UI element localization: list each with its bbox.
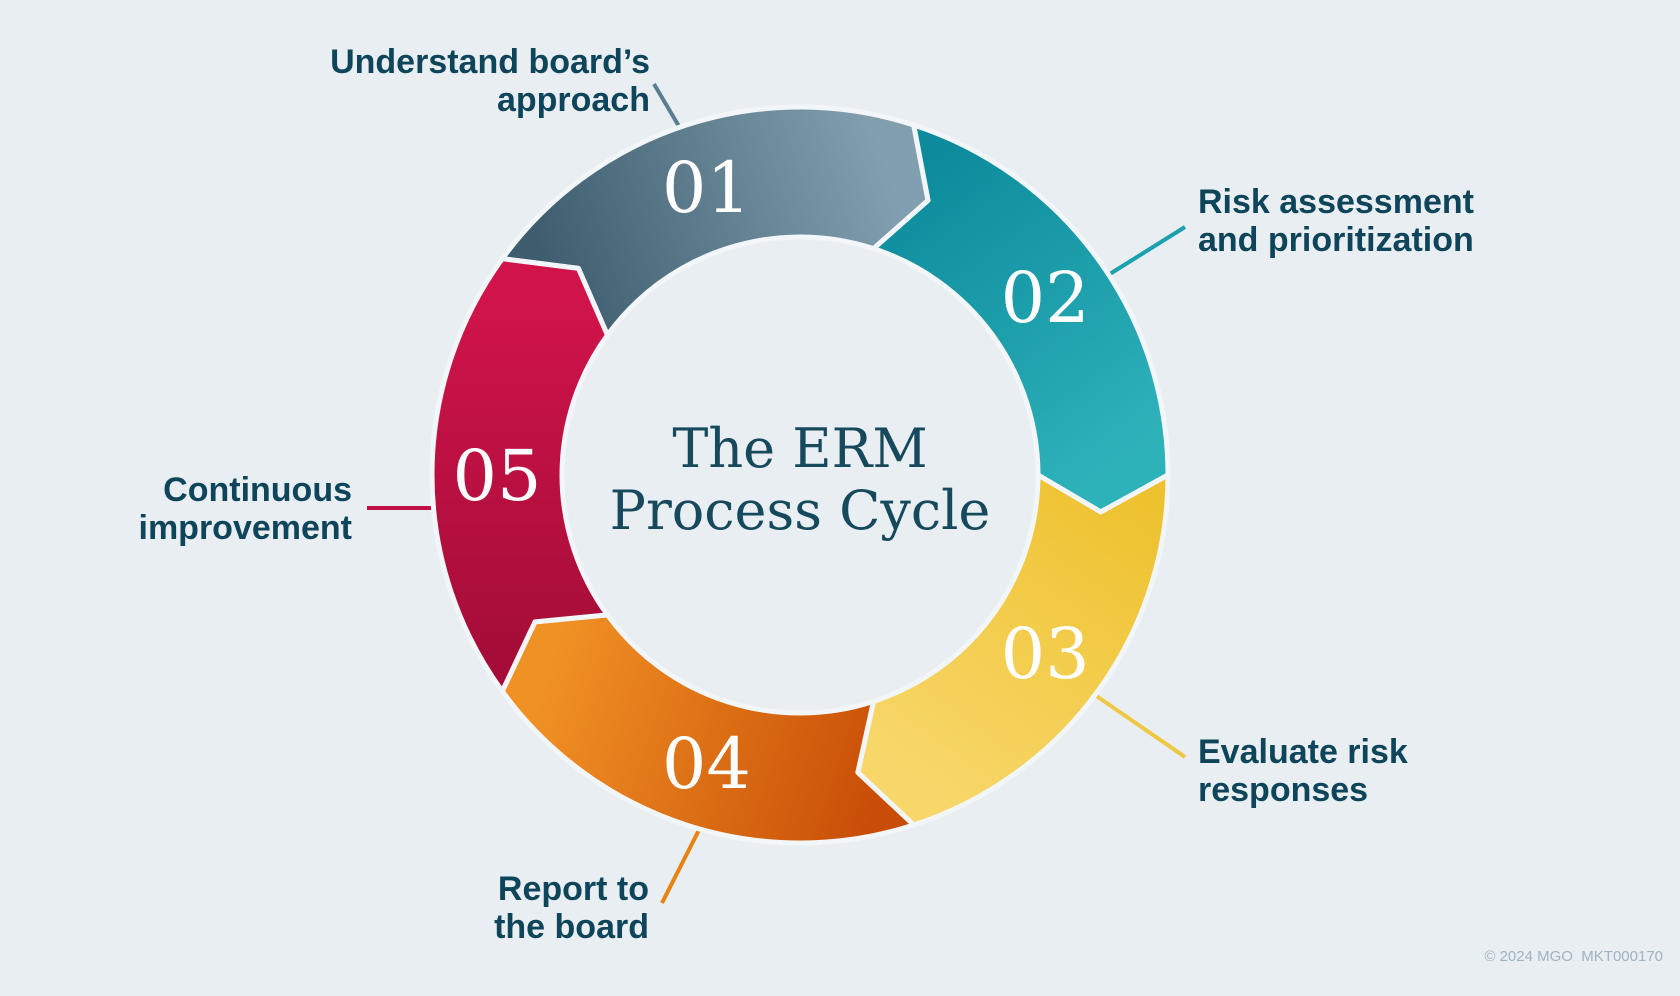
segment-label-line: Evaluate risk — [1198, 733, 1408, 771]
center-title-line1: The ERM — [672, 417, 927, 480]
segment-label-line: approach — [496, 81, 650, 119]
segment-number-04: 04 — [662, 723, 751, 805]
segment-number-05: 05 — [452, 435, 541, 517]
segment-label-evaluate-risk-responses: Evaluate risk responses — [1198, 733, 1408, 809]
segment-label-line: Understand board’s — [330, 43, 650, 81]
segment-label-line: improvement — [138, 509, 353, 547]
segment-label-line: and prioritization — [1198, 221, 1474, 259]
leader-line-03 — [1093, 693, 1187, 759]
segment-label-line: Report to — [497, 870, 649, 908]
segment-label-understand-boards-approach: Understand board’s approach — [330, 43, 650, 119]
segment-arc-05 — [429, 256, 610, 694]
segment-label-risk-assessment: Risk assessment and prioritization — [1198, 183, 1474, 259]
segment-label-report-to-the-board: Report to the board — [349, 870, 649, 946]
segment-label-line: Risk assessment — [1198, 183, 1474, 221]
segment-label-line: the board — [494, 908, 649, 946]
center-title-line2: Process Cycle — [610, 479, 991, 542]
cycle-segments: 01 02 03 04 05 — [367, 82, 1187, 904]
segment-label-line: Continuous — [163, 471, 352, 509]
copyright-note: © 2024 MGO MKT000170 — [1484, 948, 1663, 965]
segment-number-02: 02 — [1001, 257, 1090, 339]
leader-line-04 — [660, 827, 702, 904]
segment-number-03: 03 — [1001, 613, 1090, 695]
segment-label-line: responses — [1198, 771, 1369, 809]
segment-number-01: 01 — [662, 147, 751, 229]
segment-label-continuous-improvement: Continuous improvement — [52, 471, 353, 547]
